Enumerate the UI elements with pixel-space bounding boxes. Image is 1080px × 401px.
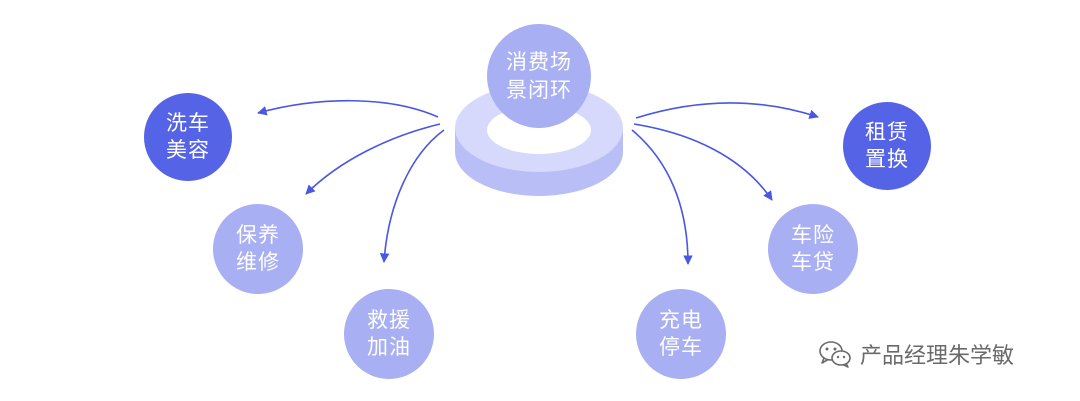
node-car-wash: 洗车 美容 xyxy=(144,93,232,181)
node-label-line-2: 维修 xyxy=(236,250,280,274)
center-node: 消费场 景闭环 xyxy=(487,24,591,128)
node-label-line-1: 救援 xyxy=(367,308,411,332)
node-label-line-2: 置换 xyxy=(865,147,909,171)
arrow-to-charging xyxy=(631,129,693,265)
wechat-icon xyxy=(819,341,851,368)
node-leasing: 租赁 置换 xyxy=(843,102,931,190)
node-maintenance: 保养 维修 xyxy=(213,204,303,294)
arrow-to-car-wash xyxy=(257,99,439,118)
node-charging: 充电 停车 xyxy=(636,289,726,379)
node-label-line-2: 停车 xyxy=(659,335,703,359)
node-label-line-1: 充电 xyxy=(659,308,703,332)
watermark: 产品经理朱学敏 xyxy=(818,334,1014,374)
watermark-text: 产品经理朱学敏 xyxy=(860,344,1015,369)
node-label-line-1: 保养 xyxy=(236,223,280,247)
node-insurance: 车险 车贷 xyxy=(768,204,858,294)
center-line-2: 景闭环 xyxy=(506,78,572,102)
node-rescue: 救援 加油 xyxy=(344,289,434,379)
arrow-to-maintenance xyxy=(305,123,441,195)
arrow-to-insurance xyxy=(633,123,773,201)
node-label-line-2: 加油 xyxy=(367,335,411,359)
node-label-line-2: 美容 xyxy=(166,138,210,162)
center-line-1: 消费场 xyxy=(506,50,572,74)
node-label-line-1: 洗车 xyxy=(166,111,210,135)
node-label-line-1: 车险 xyxy=(791,223,835,247)
arrow-to-rescue xyxy=(379,129,445,263)
node-label-line-2: 车贷 xyxy=(791,250,835,274)
arrow-to-leasing xyxy=(635,102,819,119)
node-label-line-1: 租赁 xyxy=(865,120,909,144)
